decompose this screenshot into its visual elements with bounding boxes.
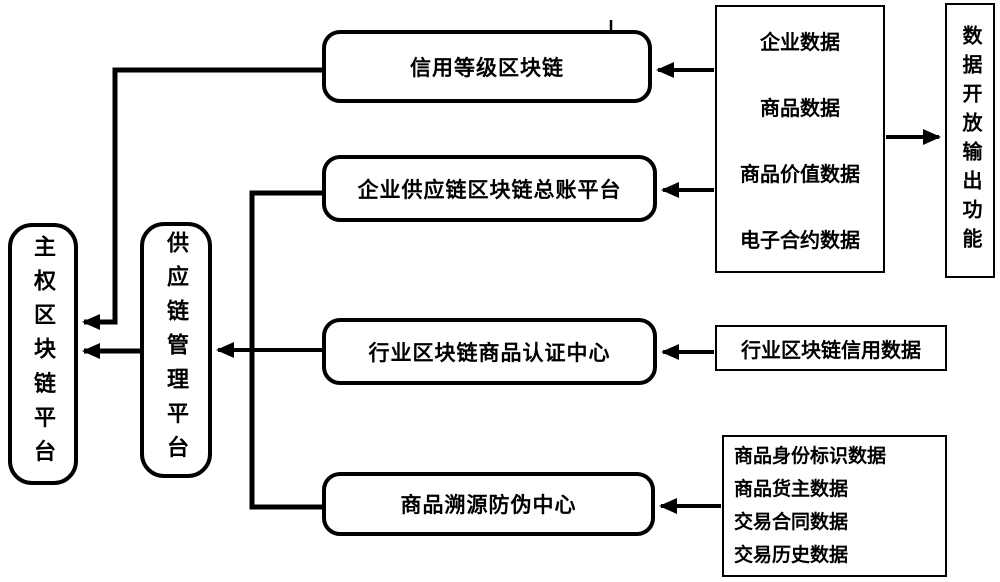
node-label: 信用等级区块链	[410, 56, 564, 80]
node-label: 商品溯源防伪中心	[400, 494, 577, 517]
commodity-data-item: 交易历史数据	[734, 545, 849, 566]
node-data-sources-box: 企业数据 商品数据 商品价值数据 电子合约数据	[715, 5, 885, 273]
node-commodity-data-box: 商品身份标识数据 商品货主数据 交易合同数据 交易历史数据	[722, 435, 947, 577]
node-data-output-function: 数据开放输出功能	[945, 3, 995, 278]
data-source-item: 商品价值数据	[740, 163, 860, 186]
data-source-item: 商品数据	[760, 97, 840, 120]
node-label: 企业供应链区块链总账平台	[357, 178, 622, 202]
node-label: 数据开放输出功能	[959, 24, 981, 257]
node-label: 供应链管理平台	[164, 230, 189, 470]
commodity-data-item: 商品货主数据	[734, 479, 849, 500]
node-industry-certification-center: 行业区块链商品认证中心	[322, 318, 657, 385]
connector-credit-to-sovereign	[82, 67, 322, 330]
commodity-data-item: 商品身份标识数据	[734, 446, 887, 467]
node-enterprise-ledger-platform: 企业供应链区块链总账平台	[322, 155, 657, 222]
node-sovereign-blockchain-platform: 主权区块链平台	[8, 223, 78, 485]
node-label: 行业区块链商品认证中心	[368, 341, 611, 365]
node-label: 主权区块链平台	[31, 234, 56, 474]
node-label: 行业区块链信用数据	[741, 339, 921, 362]
node-supply-chain-management-platform: 供应链管理平台	[140, 222, 212, 478]
node-traceability-center: 商品溯源防伪中心	[322, 472, 655, 536]
node-industry-credit-data: 行业区块链信用数据	[715, 325, 947, 371]
node-credit-rating-blockchain: 信用等级区块链	[322, 30, 652, 103]
commodity-data-item: 交易合同数据	[734, 512, 849, 533]
data-source-item: 企业数据	[760, 31, 840, 54]
data-source-item: 电子合约数据	[740, 229, 860, 252]
